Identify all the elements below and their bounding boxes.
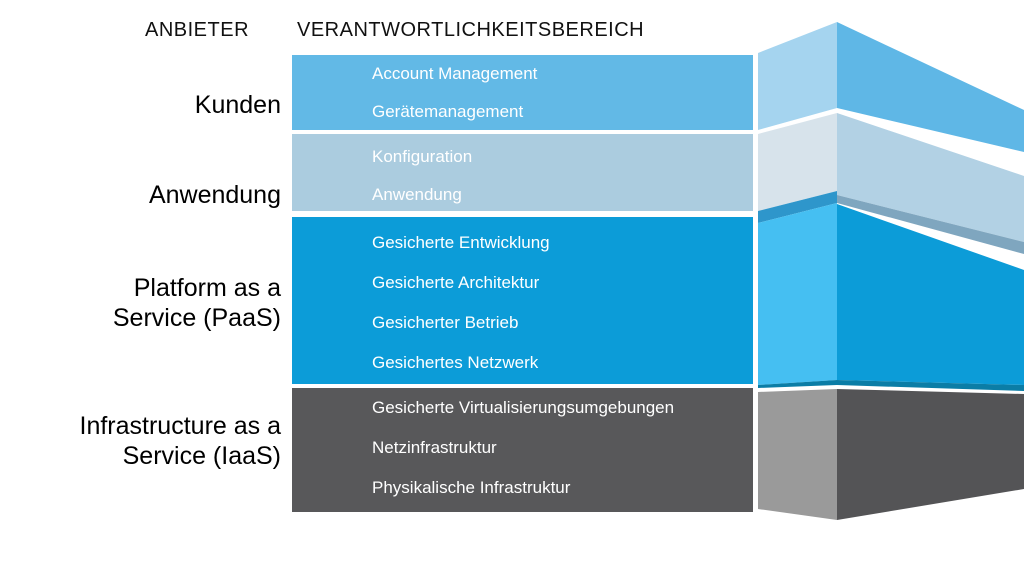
bar-iaas: Gesicherte Virtualisierungsumgebungen Ne… [292,388,753,512]
bar2-side-face [837,113,1024,242]
column-header-anbieter: ANBIETER [145,19,250,41]
responsibility-item: Gesicherte Virtualisierungsumgebungen [372,398,675,417]
column-header-verantwortlichkeitsbereich: VERANTWORTLICHKEITSBEREICH [297,19,645,41]
responsibility-item: Konfiguration [372,147,473,166]
responsibility-item: Gerätemanagement [372,102,524,121]
bar-kunden: Account Management Gerätemanagement [292,55,753,130]
provider-label-paas: Platform as a Service (PaaS) [0,273,281,333]
bar3-side-face [837,204,1024,385]
bar2-underside-wedge [758,191,837,223]
bar-paas: Gesicherte Entwicklung Gesicherte Archit… [292,217,753,384]
responsibility-item: Account Management [372,64,538,83]
provider-label-line: Kunden [194,91,281,119]
bar-anwendung: Konfiguration Anwendung [292,134,753,211]
provider-label-kunden: Kunden [0,90,281,120]
bar3-corner-face [758,203,837,385]
provider-label-line: Service (IaaS) [122,442,281,470]
bar4-corner-face [758,389,837,520]
provider-label-line: Infrastructure as a [79,412,281,440]
responsibility-item: Gesicherte Entwicklung [372,233,550,252]
provider-label-anwendung: Anwendung [0,180,281,210]
bar2-side-shadow [837,195,1024,254]
bar4-side-face [837,389,1024,520]
bar2-corner-face [758,113,837,211]
responsibility-item: Gesicherter Betrieb [372,313,519,332]
provider-label-line: Service (PaaS) [112,304,281,332]
responsibility-item: Netzinfrastruktur [372,438,497,457]
provider-label-line: Platform as a [133,274,281,302]
responsibility-item: Gesichertes Netzwerk [372,353,539,372]
bar3-underside-strip [758,380,1024,391]
bar1-corner-face [758,22,837,130]
3d-perspective-graphic [758,22,1024,520]
responsibility-item: Anwendung [372,185,462,204]
provider-label-line: Anwendung [148,181,281,209]
bar1-side-face [837,22,1024,152]
responsibility-item: Gesicherte Architektur [372,273,540,292]
provider-label-iaas: Infrastructure as a Service (IaaS) [0,411,281,471]
responsibility-item: Physikalische Infrastruktur [372,478,571,497]
